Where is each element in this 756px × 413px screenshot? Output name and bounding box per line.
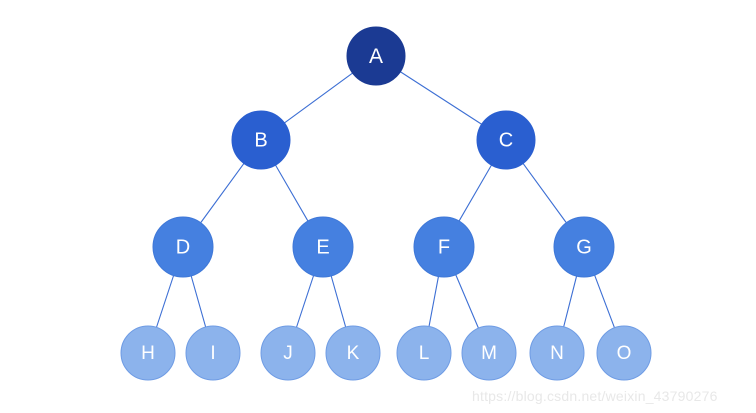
tree-node-h[interactable]: H bbox=[120, 325, 176, 381]
tree-edge-c-f bbox=[458, 164, 493, 222]
node-label-e: E bbox=[316, 237, 329, 259]
tree-edge-f-l bbox=[428, 275, 439, 328]
tree-node-f[interactable]: F bbox=[413, 216, 475, 278]
node-circle-d bbox=[152, 216, 214, 278]
node-circle-k bbox=[325, 325, 381, 381]
node-label-g: G bbox=[576, 237, 592, 259]
tree-edge-b-e bbox=[274, 164, 309, 222]
node-circle-i bbox=[185, 325, 241, 381]
node-circle-b bbox=[231, 110, 291, 170]
node-circle-n bbox=[529, 325, 585, 381]
tree-edge-g-n bbox=[563, 275, 578, 328]
node-label-c: C bbox=[499, 130, 513, 152]
tree-node-m[interactable]: M bbox=[461, 325, 517, 381]
tree-node-i[interactable]: I bbox=[185, 325, 241, 381]
tree-node-o[interactable]: O bbox=[596, 325, 652, 381]
node-label-b: B bbox=[254, 130, 267, 152]
node-label-i: I bbox=[210, 343, 215, 364]
node-circle-e bbox=[292, 216, 354, 278]
tree-edge-a-c bbox=[399, 71, 483, 125]
node-circle-a bbox=[346, 26, 406, 86]
tree-edge-g-o bbox=[594, 274, 616, 329]
tree-edge-d-i bbox=[190, 275, 207, 328]
tree-edge-d-h bbox=[155, 274, 175, 328]
node-circle-l bbox=[396, 325, 452, 381]
node-circle-m bbox=[461, 325, 517, 381]
node-label-h: H bbox=[141, 343, 155, 364]
tree-node-e[interactable]: E bbox=[292, 216, 354, 278]
edge-layer bbox=[155, 71, 616, 329]
tree-edge-a-b bbox=[283, 72, 354, 124]
tree-node-c[interactable]: C bbox=[476, 110, 536, 170]
tree-node-g[interactable]: G bbox=[553, 216, 615, 278]
node-layer: A B C D E F G H I J K L M N O bbox=[120, 26, 652, 381]
tree-node-a[interactable]: A bbox=[346, 26, 406, 86]
node-label-k: K bbox=[347, 343, 360, 364]
node-circle-g bbox=[553, 216, 615, 278]
node-circle-f bbox=[413, 216, 475, 278]
tree-node-b[interactable]: B bbox=[231, 110, 291, 170]
tree-edge-c-g bbox=[522, 162, 567, 224]
tree-edge-e-k bbox=[330, 275, 347, 328]
tree-edge-e-j bbox=[295, 274, 315, 328]
tree-node-k[interactable]: K bbox=[325, 325, 381, 381]
node-circle-c bbox=[476, 110, 536, 170]
node-circle-h bbox=[120, 325, 176, 381]
tree-node-l[interactable]: L bbox=[396, 325, 452, 381]
tree-edge-f-m bbox=[455, 274, 480, 329]
tree-node-n[interactable]: N bbox=[529, 325, 585, 381]
node-label-d: D bbox=[176, 237, 190, 259]
watermark-text: https://blog.csdn.net/weixin_43790276 bbox=[472, 388, 718, 404]
node-label-n: N bbox=[550, 343, 564, 364]
node-label-l: L bbox=[419, 343, 430, 364]
node-circle-j bbox=[260, 325, 316, 381]
node-label-a: A bbox=[369, 45, 383, 68]
node-label-o: O bbox=[617, 343, 632, 364]
tree-edge-b-d bbox=[200, 162, 245, 224]
node-circle-o bbox=[596, 325, 652, 381]
tree-node-d[interactable]: D bbox=[152, 216, 214, 278]
node-label-f: F bbox=[438, 237, 450, 259]
node-label-j: J bbox=[283, 343, 293, 364]
tree-node-j[interactable]: J bbox=[260, 325, 316, 381]
node-label-m: M bbox=[481, 343, 497, 364]
